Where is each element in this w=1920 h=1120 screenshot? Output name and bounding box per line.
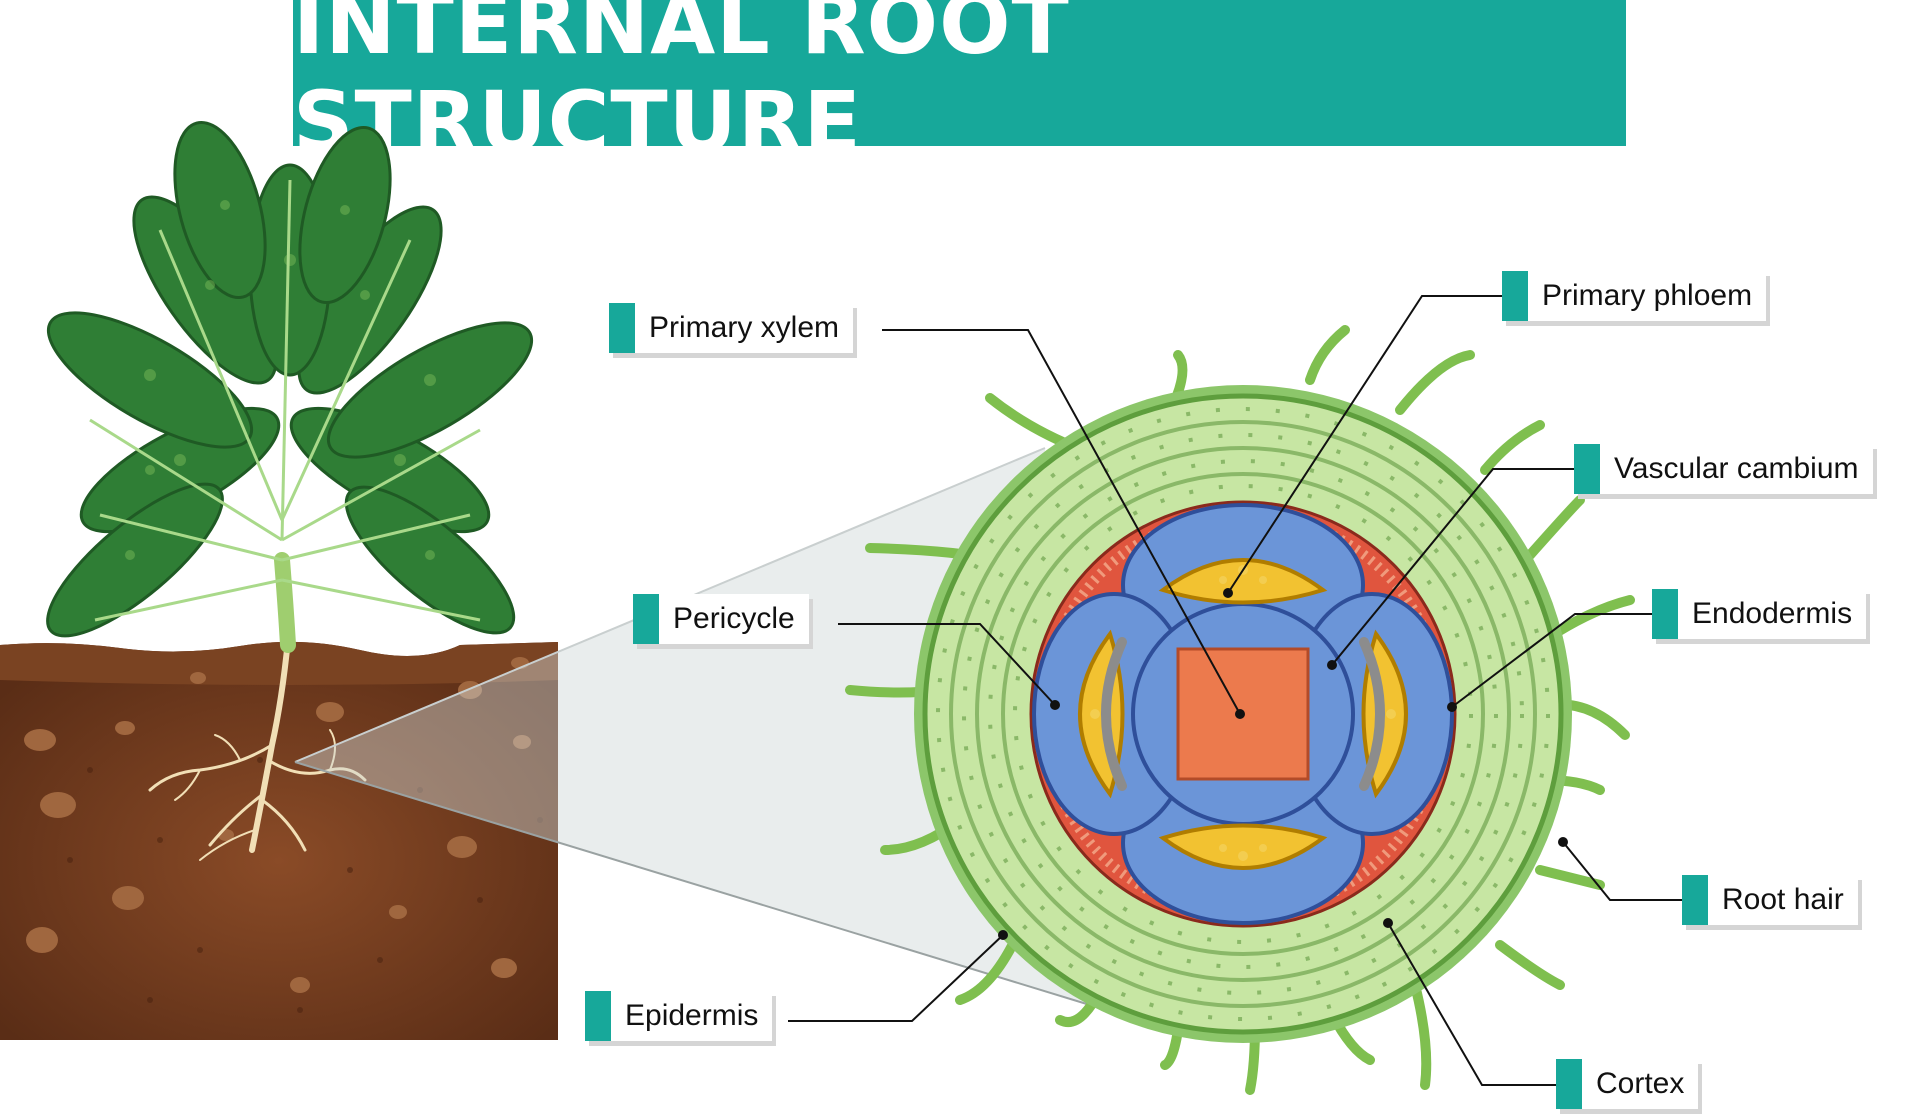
plant-stem	[274, 552, 296, 653]
leader-dots	[998, 588, 1568, 940]
label-accent	[633, 594, 659, 644]
label-text-primary-phloem: Primary phloem	[1542, 279, 1753, 312]
leader-cortex	[1387, 922, 1556, 1086]
label-accent	[1652, 589, 1678, 639]
label-text-endodermis: Endodermis	[1692, 597, 1853, 630]
soil-block	[0, 641, 558, 1040]
leader-primary-xylem	[882, 329, 1241, 715]
title-banner: INTERNAL ROOT STRUCTURE	[293, 0, 1626, 171]
label-primary-phloem: Primary phloem	[1502, 271, 1767, 321]
plant-roots	[148, 637, 367, 861]
leader-vascular-cambium	[1331, 468, 1574, 666]
label-accent	[585, 991, 611, 1041]
label-accent	[1574, 444, 1600, 494]
leader-epidermis	[788, 934, 1004, 1022]
leader-pericycle	[838, 623, 1056, 706]
label-text-epidermis: Epidermis	[625, 999, 759, 1032]
leader-endodermis	[1451, 613, 1652, 708]
label-endodermis: Endodermis	[1652, 589, 1867, 639]
label-cortex: Cortex	[1556, 1059, 1699, 1109]
label-primary-xylem: Primary xylem	[609, 303, 854, 353]
label-accent	[1682, 875, 1708, 925]
label-accent	[609, 303, 635, 353]
plant-leaves	[46, 120, 534, 638]
leader-lines	[788, 295, 1682, 1086]
label-root-hair: Root hair	[1682, 875, 1858, 925]
label-text-root-hair: Root hair	[1722, 883, 1844, 916]
label-text-vascular-cambium: Vascular cambium	[1614, 452, 1859, 485]
label-text-primary-xylem: Primary xylem	[649, 311, 840, 344]
label-accent	[1502, 271, 1528, 321]
leader-primary-phloem	[1227, 295, 1502, 594]
label-pericycle: Pericycle	[633, 594, 809, 644]
label-text-cortex: Cortex	[1596, 1067, 1685, 1100]
label-accent	[1556, 1059, 1582, 1109]
label-vascular-cambium: Vascular cambium	[1574, 444, 1873, 494]
label-epidermis: Epidermis	[585, 991, 773, 1041]
label-text-pericycle: Pericycle	[673, 602, 795, 635]
leader-root-hair	[1562, 841, 1682, 901]
page-title: INTERNAL ROOT STRUCTURE	[293, 0, 1070, 171]
